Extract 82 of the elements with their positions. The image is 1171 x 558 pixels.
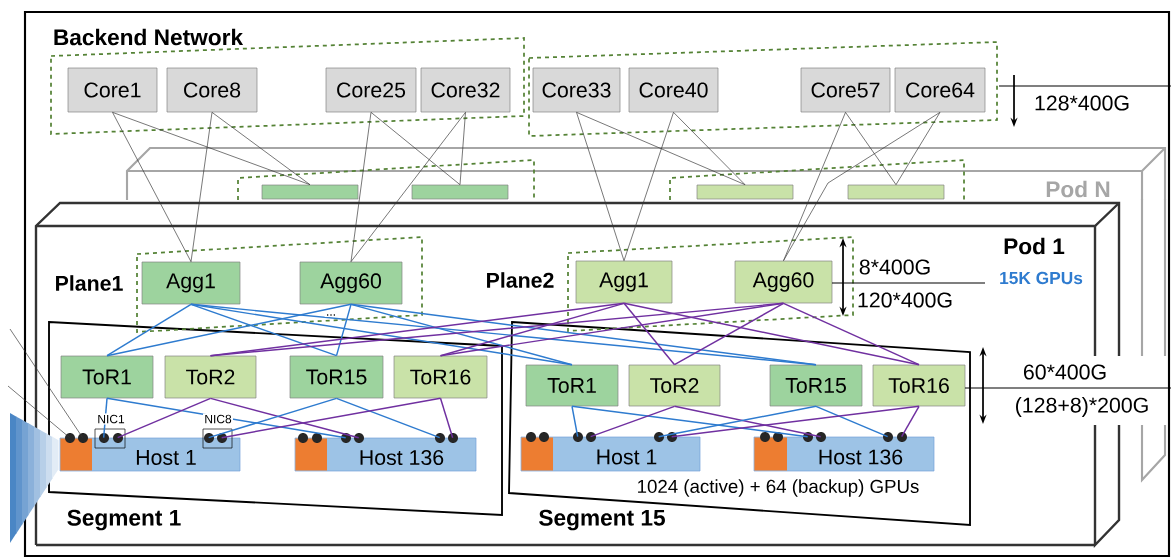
connector-line (335, 303, 352, 357)
connector-line (670, 405, 920, 438)
connector-line (350, 303, 817, 366)
connector-line (576, 112, 625, 261)
connector-line (350, 303, 573, 366)
tor-switch-box: ToR2 (164, 355, 257, 399)
connector-line (571, 405, 579, 438)
agg-switch-box: Agg60 (734, 260, 833, 304)
connector-line (106, 303, 352, 357)
connector-line (190, 112, 213, 262)
connector-line (673, 302, 785, 366)
connector-line (783, 112, 846, 261)
connector-line (220, 397, 442, 439)
connector-line (9, 328, 83, 438)
agg-switch-box: Agg1 (575, 260, 673, 304)
host-box: Host 1 (59, 428, 241, 472)
agg-switch-box: Agg60 (299, 261, 403, 305)
connector-line (900, 405, 920, 438)
core-switch-box: Core25 (325, 67, 417, 113)
connector-line (845, 112, 897, 185)
tor-switch-box: ToR16 (872, 364, 966, 407)
connector-line (439, 302, 785, 357)
core-switch-box: Core57 (800, 67, 891, 113)
bandwidth-label: 8*400G (859, 259, 930, 275)
tor-switch-box: ToR15 (769, 364, 863, 407)
connector-line (576, 112, 746, 185)
tor-switch-box: ToR15 (289, 355, 384, 399)
connector-line (782, 302, 920, 366)
connector-line (207, 397, 338, 439)
core-switch-box: Core33 (532, 67, 621, 113)
core-switch-box: Core40 (628, 67, 719, 113)
bandwidth-label: (128+8)*200G (1016, 397, 1148, 417)
bandwidth-label: 128*400G (1035, 95, 1129, 111)
connector-line (350, 112, 466, 262)
host-box: Host 136 (753, 432, 935, 472)
bandwidth-label: 120*400G (858, 292, 952, 308)
connector-line (350, 112, 372, 262)
connector-line (7, 385, 70, 438)
connector-line (209, 397, 360, 439)
connector-line (116, 397, 212, 439)
segment-label: Segment 1 (67, 509, 181, 531)
tor-switch-box: ToR2 (628, 364, 721, 407)
tor-switch-box: ToR16 (393, 355, 488, 399)
connector-line (112, 112, 192, 262)
core-switch-box: Core32 (420, 67, 511, 113)
core-switch-box: Core64 (894, 67, 986, 113)
connector-line (439, 302, 625, 357)
connector-line (106, 303, 192, 357)
pod-box: Pod N (125, 146, 1167, 200)
connector-line (190, 303, 338, 357)
connector-line (673, 112, 746, 185)
connector-line (895, 112, 941, 185)
connector-line (571, 405, 809, 438)
nic-label: NIC1 (96, 413, 126, 425)
host-box: Host 1 (520, 432, 701, 472)
tor-switch-box: ToR1 (60, 355, 154, 399)
ellipsis: ... (324, 313, 338, 317)
connector-line (815, 405, 889, 438)
connector-line (623, 112, 674, 261)
plane-label: Plane2 (487, 272, 554, 288)
connector-line (459, 112, 466, 185)
switch-box (847, 184, 945, 200)
core-switch-box: Core1 (67, 67, 158, 113)
connector-line (112, 112, 311, 185)
connector-line (783, 112, 941, 261)
connector-line (211, 112, 311, 185)
switch-box (411, 184, 509, 200)
switch-box (696, 184, 794, 200)
agg-switch-box: Agg1 (141, 261, 241, 305)
bandwidth-label: 60*400G (1024, 364, 1106, 380)
connector-line (623, 302, 920, 366)
connector-line (589, 405, 676, 438)
core-switch-box: Core8 (166, 67, 258, 113)
switch-box (261, 184, 359, 200)
nic-label: NIC8 (203, 413, 233, 425)
connector-line (335, 397, 441, 439)
segment-label: Segment 15 (539, 509, 665, 531)
tor-switch-box: ToR1 (525, 364, 619, 407)
connector-line (439, 397, 454, 439)
connector-line (623, 302, 676, 366)
connector-line (370, 112, 461, 185)
host-box: Host 136 (294, 433, 477, 472)
